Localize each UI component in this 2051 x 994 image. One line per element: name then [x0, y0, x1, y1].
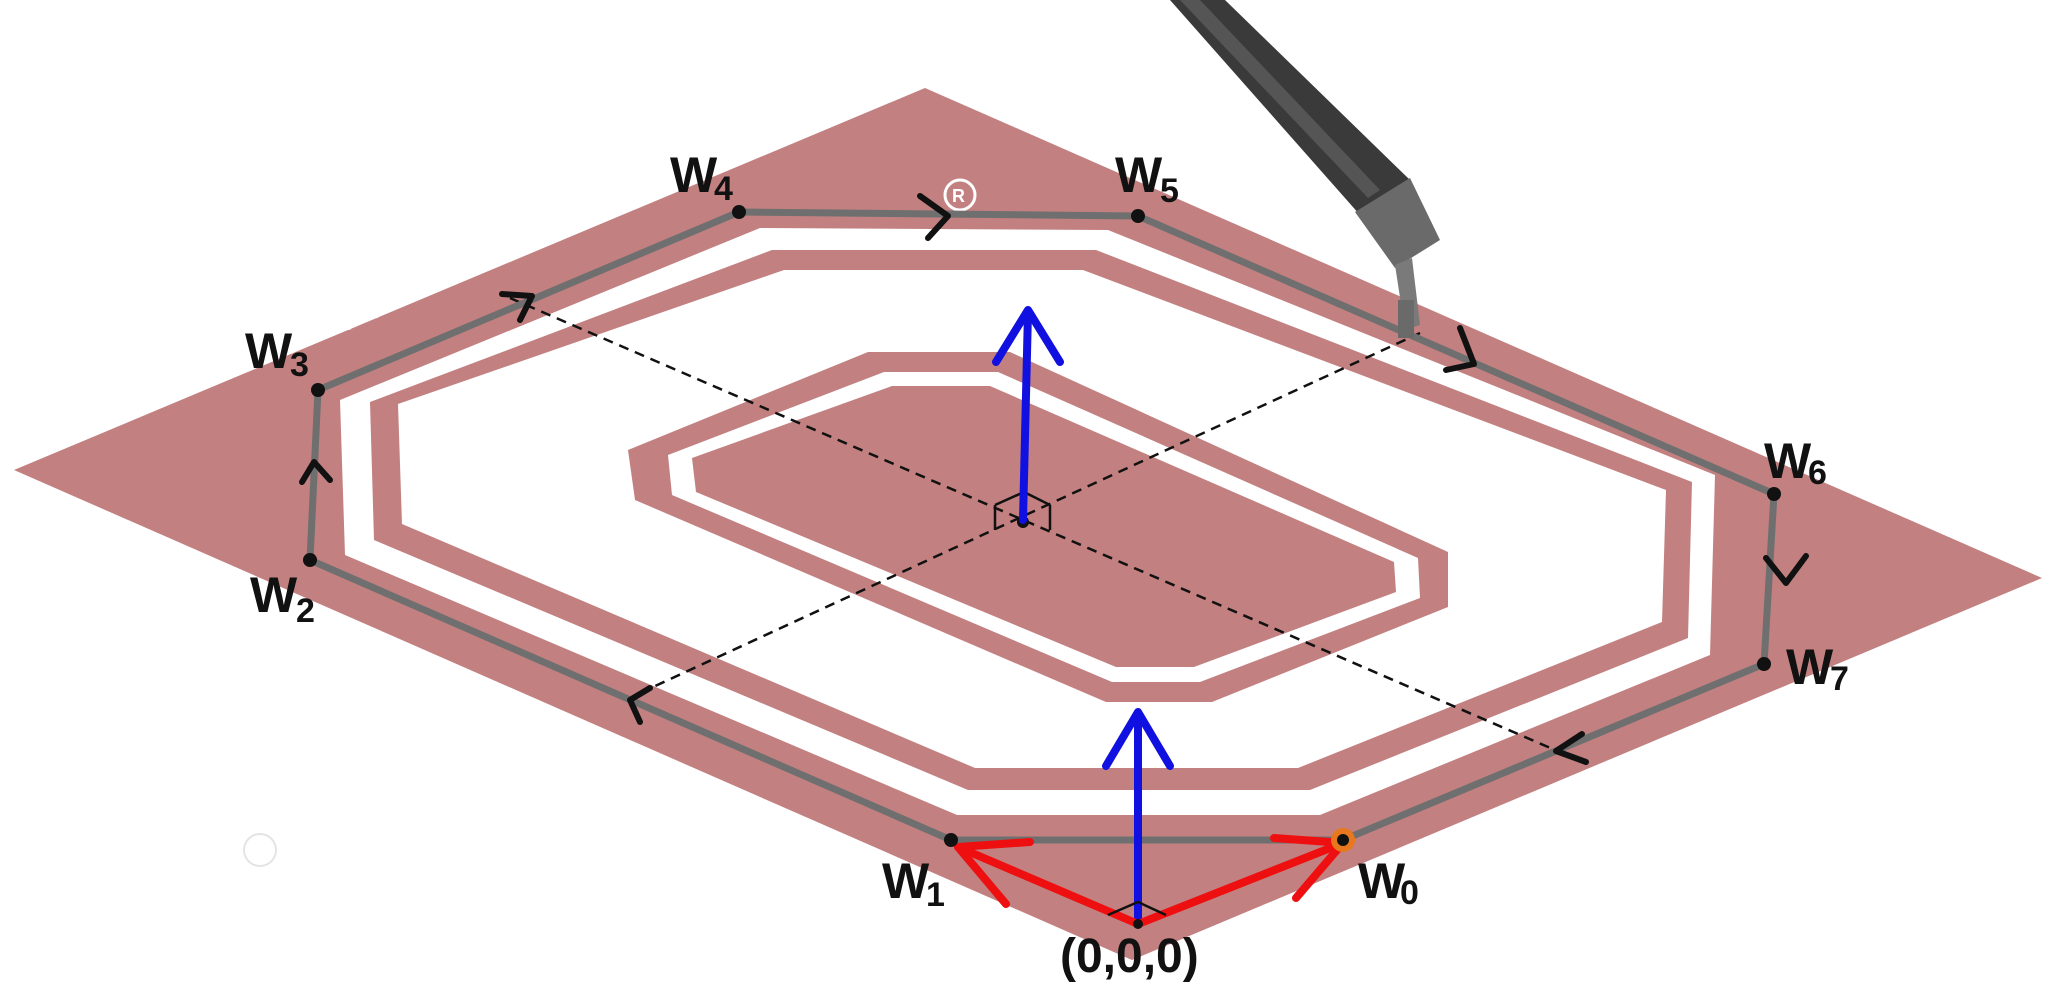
decorative-circle — [243, 833, 277, 867]
z-axis-arrow-upper — [992, 306, 1064, 524]
origin-label: (0,0,0) — [1060, 930, 1199, 983]
waypoint-dot-w6 — [1767, 487, 1781, 501]
registered-mark-icon: R — [943, 178, 977, 212]
svg-text:W: W — [1115, 147, 1163, 203]
waypoint-label-w7: W 7 — [1786, 639, 1849, 698]
waypoint-dot-w1 — [944, 833, 958, 847]
svg-text:W: W — [250, 567, 298, 623]
waypoint-dot-w2 — [303, 553, 317, 567]
svg-text:W: W — [882, 853, 930, 909]
origin-right-angle-icon — [1107, 900, 1167, 917]
svg-text:2: 2 — [296, 592, 315, 630]
waypoint-dot-w5 — [1131, 209, 1145, 223]
waypoint-label-w3: W 3 — [245, 323, 309, 384]
waypoint-dot-w3 — [311, 383, 325, 397]
waypoint-dot-w0 — [1337, 834, 1349, 846]
z-axis-arrow-lower — [1102, 708, 1174, 928]
waypoint-label-w1: W 1 — [882, 853, 945, 914]
inner-core — [692, 386, 1396, 667]
svg-text:1: 1 — [926, 876, 945, 914]
y-axis-arrow — [954, 838, 1142, 928]
svg-text:W: W — [1358, 853, 1406, 909]
waypoint-label-w4: W 4 — [670, 147, 733, 208]
svg-text:R: R — [952, 186, 965, 206]
dashed-diagonal-2 — [639, 331, 1421, 695]
waypoint-label-w0: W 0 — [1358, 853, 1419, 912]
origin-point — [1133, 919, 1143, 929]
svg-text:0: 0 — [1400, 874, 1419, 912]
svg-text:W: W — [1786, 639, 1834, 695]
svg-text:W: W — [670, 147, 718, 203]
svg-text:4: 4 — [714, 170, 733, 208]
svg-text:6: 6 — [1808, 454, 1827, 492]
waypoint-label-w2: W 2 — [250, 567, 315, 630]
waypoint-dot-w4 — [732, 205, 746, 219]
dashed-diagonal-1 — [509, 296, 1586, 765]
svg-text:W: W — [245, 323, 293, 379]
waypoint-dot-w7 — [1757, 657, 1771, 671]
svg-text:3: 3 — [290, 346, 309, 384]
svg-text:7: 7 — [1830, 660, 1849, 698]
waypoint-label-w5: W 5 — [1115, 147, 1179, 210]
robot-arm-icon — [1170, 0, 1440, 338]
svg-text:W: W — [1764, 433, 1812, 489]
arrow-chevron-icon — [299, 193, 1809, 765]
waypoint-label-w6: W 6 — [1764, 433, 1827, 492]
svg-text:5: 5 — [1160, 172, 1179, 210]
